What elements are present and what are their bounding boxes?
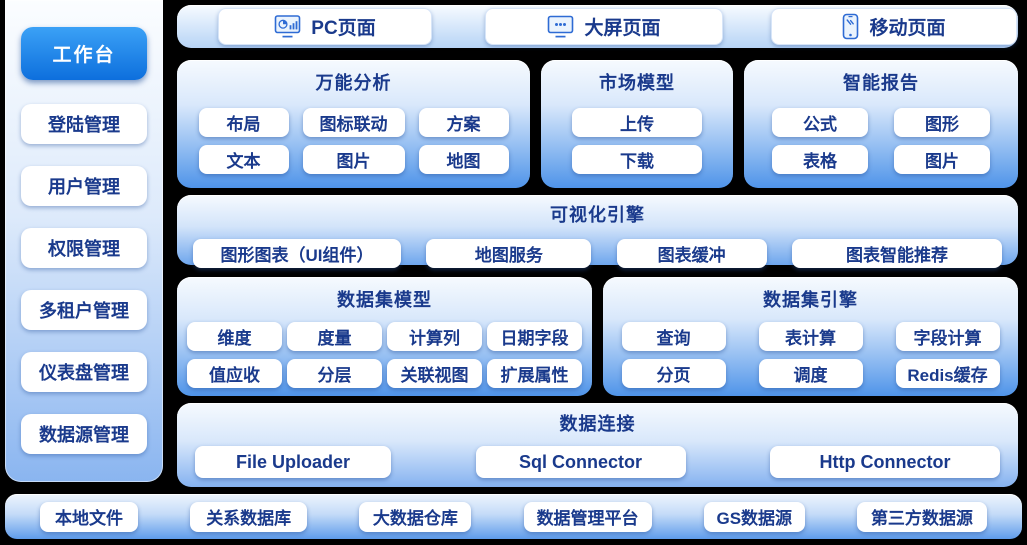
report-button-image[interactable]: 图片 [894,145,990,174]
mobile-page-label: 移动页面 [869,18,946,39]
mobile-phone-icon [842,13,859,40]
pc-page-label: PC页面 [311,18,376,39]
viz-button-ui-charts[interactable]: 图形图表（UI组件） [193,239,401,268]
big-screen-page-button[interactable]: 大屏页面 [485,8,723,45]
panel-dataset-engine: 数据集引擎 查询 表计算 字段计算 分页 调度 Redis缓存 [603,277,1018,396]
dsengine-button-redis-cache[interactable]: Redis缓存 [895,359,1000,388]
datasource-item-data-mgmt-platform[interactable]: 数据管理平台 [523,501,652,532]
analysis-button-chart-linkage[interactable]: 图标联动 [302,108,405,137]
panel-title: 市场模型 [599,73,675,93]
panel-title: 智能报告 [843,73,919,93]
sidebar-item-dashboard-management[interactable]: 仪表盘管理 [21,352,147,392]
dsmodel-button-linked-view[interactable]: 关联视图 [387,359,482,388]
analysis-button-layout[interactable]: 布局 [198,108,289,137]
datasource-bar: 本地文件 关系数据库 大数据仓库 数据管理平台 GS数据源 第三方数据源 [5,494,1022,539]
dsmodel-button-date-field[interactable]: 日期字段 [487,322,582,351]
panel-data-connection: 数据连接 File Uploader Sql Connector Http Co… [177,403,1018,487]
viz-button-chart-buffer[interactable]: 图表缓冲 [616,239,767,268]
datasource-item-relational-db[interactable]: 关系数据库 [190,501,308,532]
dsengine-button-field-calc[interactable]: 字段计算 [895,322,1000,351]
sidebar: 工作台 登陆管理 用户管理 权限管理 多租户管理 仪表盘管理 数据源管理 [5,0,163,482]
panel-title: 可视化引擎 [550,205,645,225]
pc-monitor-chart-icon [274,14,301,39]
dataset-row: 数据集模型 维度 度量 计算列 日期字段 值应收 分层 关联视图 扩展属性 数据… [177,277,1018,396]
market-button-download[interactable]: 下载 [572,145,702,174]
panel-visualization-engine: 可视化引擎 图形图表（UI组件） 地图服务 图表缓冲 图表智能推荐 [177,195,1018,268]
dsmodel-button-measure[interactable]: 度量 [287,322,382,351]
dsmodel-button-dimension[interactable]: 维度 [187,322,282,351]
dsmodel-button-calc-column[interactable]: 计算列 [387,322,482,351]
dsmodel-button-extended-attr[interactable]: 扩展属性 [487,359,582,388]
panel-title: 万能分析 [315,73,392,93]
connector-button-file-uploader[interactable]: File Uploader [195,446,391,478]
datasource-item-third-party[interactable]: 第三方数据源 [856,501,987,532]
panel-market-model: 市场模型 上传 下载 [541,60,733,188]
dsengine-button-pagination[interactable]: 分页 [621,359,726,388]
big-screen-page-label: 大屏页面 [584,18,661,39]
mobile-page-button[interactable]: 移动页面 [771,8,1017,45]
dsengine-button-query[interactable]: 查询 [621,322,726,351]
analysis-button-text[interactable]: 文本 [198,145,289,174]
datasource-item-big-data-warehouse[interactable]: 大数据仓库 [359,501,472,532]
feature-row: 万能分析 布局 图标联动 方案 文本 图片 地图 市场模型 上传 下载 智能报告 [177,60,1018,188]
sidebar-item-permission-management[interactable]: 权限管理 [21,228,147,268]
analysis-button-map[interactable]: 地图 [418,145,509,174]
dsengine-button-table-calc[interactable]: 表计算 [758,322,863,351]
dsengine-button-scheduling[interactable]: 调度 [758,359,863,388]
page-type-bar: PC页面 大屏页面 [177,5,1018,48]
panel-title: 数据集引擎 [763,290,858,310]
connector-button-http-connector[interactable]: Http Connector [770,446,1000,478]
large-screen-monitor-icon [547,14,574,39]
panel-universal-analysis: 万能分析 布局 图标联动 方案 文本 图片 地图 [177,60,530,188]
dsmodel-button-value-receivable[interactable]: 值应收 [187,359,282,388]
datasource-item-gs-datasource[interactable]: GS数据源 [703,501,805,532]
report-button-table[interactable]: 表格 [772,145,868,174]
connector-button-sql-connector[interactable]: Sql Connector [475,446,686,478]
market-button-upload[interactable]: 上传 [572,108,702,137]
report-button-formula[interactable]: 公式 [772,108,868,137]
sidebar-item-login-management[interactable]: 登陆管理 [21,104,147,144]
report-button-graphic[interactable]: 图形 [894,108,990,137]
sidebar-item-workbench[interactable]: 工作台 [21,27,147,80]
viz-button-smart-recommend[interactable]: 图表智能推荐 [791,239,1002,268]
sidebar-item-tenant-management[interactable]: 多租户管理 [21,290,147,330]
viz-button-map-service[interactable]: 地图服务 [426,239,592,268]
dsmodel-button-hierarchy[interactable]: 分层 [287,359,382,388]
panel-title: 数据集模型 [337,290,432,310]
main-area: PC页面 大屏页面 [177,0,1018,545]
panel-smart-report: 智能报告 公式 图形 表格 图片 [744,60,1018,188]
sidebar-item-user-management[interactable]: 用户管理 [21,166,147,206]
analysis-button-scheme[interactable]: 方案 [418,108,509,137]
pc-page-button[interactable]: PC页面 [218,8,432,45]
sidebar-item-datasource-management[interactable]: 数据源管理 [21,414,147,454]
analysis-button-image[interactable]: 图片 [302,145,405,174]
datasource-item-local-file[interactable]: 本地文件 [40,501,138,532]
panel-dataset-model: 数据集模型 维度 度量 计算列 日期字段 值应收 分层 关联视图 扩展属性 [177,277,592,396]
panel-title: 数据连接 [559,414,636,434]
